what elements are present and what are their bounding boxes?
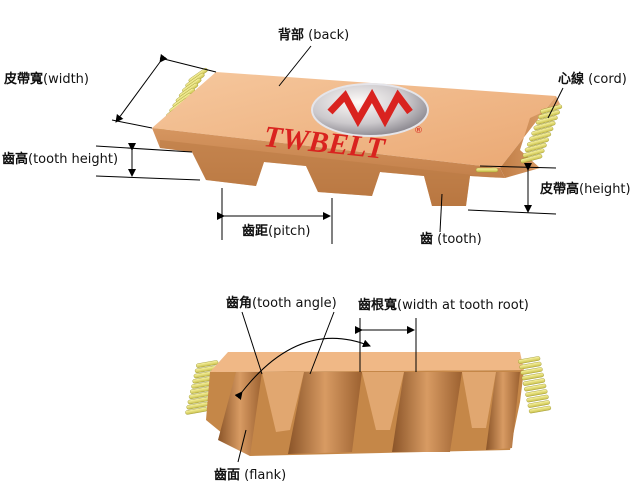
label-tooth-height-en: (tooth height)	[28, 152, 119, 167]
label-tooth-height: 齒高(tooth height)	[2, 152, 118, 168]
cord-strand	[521, 372, 544, 381]
label-tooth-angle-en: (tooth angle)	[252, 296, 337, 311]
cord-strand	[527, 400, 550, 408]
label-tooth: 齒 (tooth)	[420, 232, 482, 248]
label-width-at-root-en: (width at tooth root)	[397, 298, 529, 313]
label-cord-zh: 心線	[558, 72, 585, 87]
top-dimension-lines	[95, 45, 564, 244]
label-width: 皮帶寬(width)	[4, 72, 89, 88]
label-cord-en: (cord)	[588, 72, 627, 87]
cord-strand	[538, 110, 560, 120]
label-pitch-en: (pitch)	[268, 224, 311, 239]
cord-strand	[522, 378, 546, 386]
label-tooth-height-zh: 齒高	[2, 152, 29, 167]
cord-strand	[196, 360, 219, 368]
belt-front-shading	[160, 140, 500, 206]
cord-strand	[525, 389, 548, 397]
cord-strand	[529, 132, 552, 142]
label-width-at-root: 齒根寬(width at tooth root)	[358, 298, 529, 314]
cord-strand	[520, 367, 543, 375]
cord-strand	[531, 126, 554, 136]
cord-ends-left-bottom	[185, 360, 219, 415]
registered-mark: ®	[414, 126, 423, 136]
label-tooth-angle: 齒角(tooth angle)	[226, 296, 337, 312]
label-width-at-root-zh: 齒根寬	[358, 298, 398, 313]
cord-strand	[522, 148, 545, 158]
cord-strand	[528, 405, 552, 414]
label-pitch: 齒距(pitch)	[242, 224, 311, 240]
cord-strand	[526, 394, 549, 403]
label-tooth-angle-zh: 齒角	[226, 296, 253, 311]
label-flank: 齒面 (flank)	[214, 468, 286, 484]
label-flank-en: (flank)	[244, 468, 287, 483]
label-tooth-en: (tooth)	[437, 232, 482, 247]
label-height-zh: 皮帶高	[540, 182, 580, 197]
label-width-zh: 皮帶寬	[4, 72, 44, 87]
bottom-belt-back	[210, 352, 524, 372]
cord-strand	[524, 383, 547, 392]
cord-strand	[524, 143, 547, 153]
cord-strand	[535, 115, 558, 125]
cord-strand	[519, 361, 542, 370]
bottom-dimension-lines	[234, 311, 417, 463]
bottom-tooth-3	[392, 372, 462, 452]
label-width-en: (width)	[43, 72, 89, 87]
cord-strand	[527, 137, 549, 147]
label-back-zh: 背部	[278, 28, 305, 43]
cord-strand	[518, 356, 541, 364]
top-belt: TWBELT ®	[152, 67, 563, 206]
label-flank-zh: 齒面	[214, 468, 241, 483]
label-height: 皮帶高(height)	[540, 182, 631, 198]
cord-ends-right-bottom	[475, 167, 552, 414]
cord-strand	[533, 121, 556, 131]
label-cord: 心線 (cord)	[558, 72, 627, 88]
belt-side-profile	[500, 96, 560, 178]
cord-strand	[520, 154, 543, 164]
label-back: 背部 (back)	[278, 28, 349, 44]
label-tooth-zh: 齒	[420, 232, 434, 247]
bottom-tooth-4	[486, 372, 520, 450]
cord-strand	[475, 167, 499, 173]
cord-ends-right	[520, 104, 563, 164]
label-height-en: (height)	[579, 182, 631, 197]
label-back-en: (back)	[308, 28, 350, 43]
label-pitch-zh: 齒距	[242, 224, 269, 239]
